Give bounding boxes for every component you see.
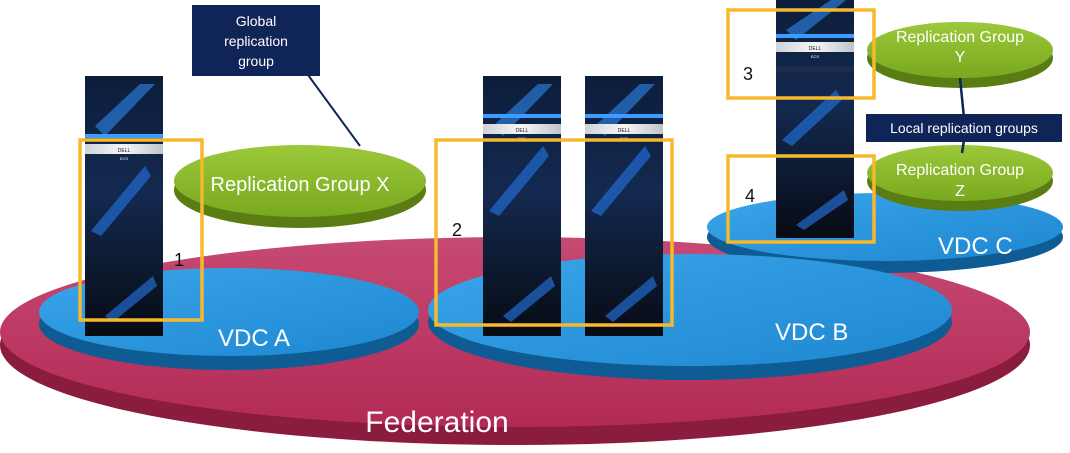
global-replication-callout: Global replication group: [192, 5, 320, 76]
global-callout-line3: group: [238, 53, 274, 69]
local-connector-z: [960, 139, 966, 154]
highlight-box-2: [434, 138, 674, 327]
rack-vdc-b-right: DELL ECS: [585, 76, 663, 336]
replication-group-x: Replication Group X: [174, 145, 426, 228]
highlight-box-1: [78, 138, 204, 322]
group-z-top: [867, 145, 1053, 201]
rack-brand: DELL: [118, 148, 131, 154]
group-z-label-line1: Replication Group: [896, 162, 1024, 179]
replication-group-y: Replication Group Y: [867, 22, 1053, 88]
group-x-top: [174, 145, 426, 217]
global-callout-line1: Global: [236, 13, 276, 29]
rack-vdc-b-left: DELL ECS: [483, 76, 561, 336]
rack-brand: DELL: [618, 128, 631, 134]
global-callout-connector: [299, 63, 361, 147]
rack-model: ECS: [811, 54, 820, 59]
global-callout-line2: replication: [224, 33, 288, 49]
vdc-c-label: VDC C: [938, 233, 1013, 260]
group-z-label-line2: Z: [955, 183, 965, 200]
rack-vdc-c: DELL ECS: [776, 0, 854, 238]
group-y-label-line2: Y: [955, 49, 966, 66]
vdc-a-label: VDC A: [218, 325, 290, 352]
rack-brand: DELL: [809, 46, 822, 52]
replication-group-z: Replication Group Z: [867, 145, 1053, 211]
federation-label: Federation: [365, 406, 508, 439]
local-callout-label: Local replication groups: [890, 120, 1038, 136]
box-number-1: 1: [174, 250, 184, 270]
vdc-b-label: VDC B: [775, 319, 848, 346]
group-x-label: Replication Group X: [211, 174, 390, 196]
box-number-4: 4: [745, 186, 755, 206]
group-y-top: [867, 22, 1053, 78]
box-number-3: 3: [743, 64, 753, 84]
highlight-box-3: [726, 8, 876, 100]
rack-vdc-a: DELL ECS: [85, 76, 163, 336]
highlight-box-4: [726, 154, 876, 244]
rack-brand: DELL: [516, 128, 529, 134]
box-number-2: 2: [452, 220, 462, 240]
local-connector-y: [958, 77, 966, 119]
local-replication-callout: Local replication groups: [866, 114, 1062, 142]
group-y-label-line1: Replication Group: [896, 29, 1024, 46]
rack-model: ECS: [120, 156, 129, 161]
